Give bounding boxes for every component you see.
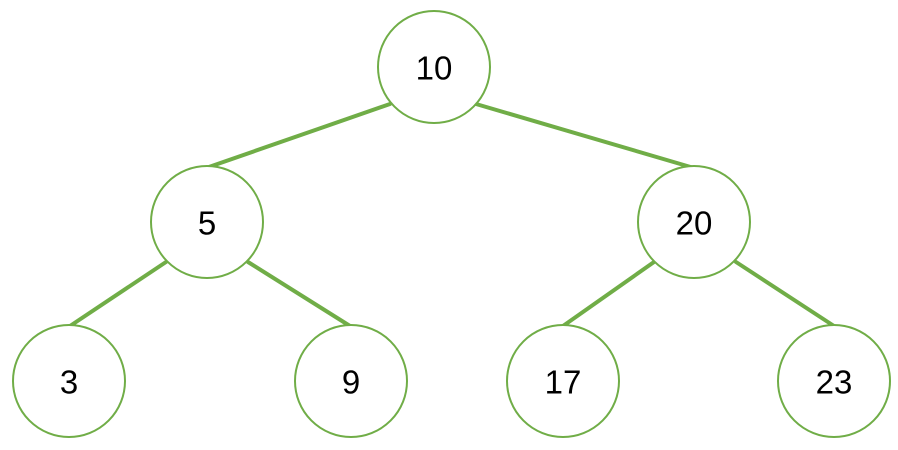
edge-10-to-20 [474,102,696,170]
tree-node: 9 [294,324,408,438]
node-circle [637,165,751,279]
tree-nodes: 10 5 20 3 9 17 23 [12,10,891,438]
node-circle [150,165,264,279]
node-label: 9 [342,364,360,401]
edge-20-to-23 [734,260,836,328]
node-circle [377,10,491,124]
tree-node: 23 [777,324,891,438]
tree-edges [68,102,836,328]
tree-node: 5 [150,165,264,279]
node-circle [777,324,891,438]
node-circle [12,324,126,438]
node-circle [294,324,408,438]
tree-node: 10 [377,10,491,124]
node-label: 5 [198,205,216,242]
edge-5-to-9 [246,260,352,328]
node-label: 10 [416,50,453,87]
edge-10-to-5 [204,102,392,170]
node-circle [506,324,620,438]
tree-node: 20 [637,165,751,279]
node-label: 17 [545,364,582,401]
node-label: 20 [676,205,713,242]
edge-20-to-17 [561,260,656,328]
node-label: 23 [816,364,853,401]
edge-5-to-3 [68,260,168,328]
tree-node: 3 [12,324,126,438]
tree-node: 17 [506,324,620,438]
node-label: 3 [60,364,78,401]
